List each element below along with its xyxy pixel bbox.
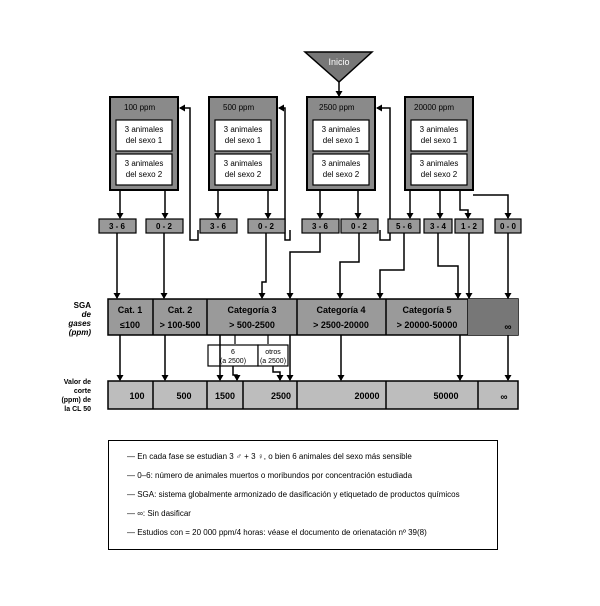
category-range: ∞ bbox=[504, 322, 511, 333]
legend-item: — ∞: Sin dasificar bbox=[127, 509, 191, 518]
sex1-line1: 3 animales bbox=[125, 125, 164, 134]
svg-text:gases: gases bbox=[67, 319, 91, 328]
feedback-arrows bbox=[179, 104, 391, 241]
cutoff-bar: 100 500 1500 2500 20000 50000 ∞ bbox=[107, 380, 519, 410]
outcome-label: 3 - 6 bbox=[210, 222, 227, 231]
category-range: > 100-500 bbox=[160, 320, 201, 330]
phase-box-4: 20000 ppm 3 animales del sexo 1 3 animal… bbox=[404, 96, 474, 191]
phase-box-3: 2500 ppm 3 animales del sexo 1 3 animale… bbox=[306, 96, 376, 191]
sex2-line2: del sexo 2 bbox=[126, 170, 163, 179]
svg-text:corte: corte bbox=[74, 388, 91, 395]
sex1-line1: 3 animales bbox=[322, 125, 361, 134]
cutoff-value: 1500 bbox=[215, 391, 235, 401]
svg-text:la CL 50: la CL 50 bbox=[64, 406, 91, 413]
outcome-label: 3 - 6 bbox=[109, 222, 126, 231]
legend-item: — 0–6: número de animales muertos o mori… bbox=[127, 471, 413, 480]
category-name: Categoría 5 bbox=[402, 305, 451, 315]
outcome-label: 3 - 6 bbox=[312, 222, 329, 231]
svg-text:(a 2500): (a 2500) bbox=[260, 358, 286, 365]
svg-text:otros: otros bbox=[265, 349, 281, 356]
cutoff-value: 20000 bbox=[354, 391, 379, 401]
outcome-label: 1 - 2 bbox=[461, 222, 478, 231]
sex1-line2: del sexo 1 bbox=[323, 136, 360, 145]
category-to-cutoff-lines bbox=[116, 335, 512, 381]
phase-dose: 500 ppm bbox=[223, 103, 254, 112]
sex2-line2: del sexo 2 bbox=[421, 170, 458, 179]
outcome-to-category-lines bbox=[113, 233, 512, 299]
sex2-line1: 3 animales bbox=[322, 159, 361, 168]
sex2-line1: 3 animales bbox=[420, 159, 459, 168]
outcome-boxes: 3 - 6 0 - 2 3 - 6 0 - 2 3 - 6 0 - 2 5 - … bbox=[98, 218, 522, 234]
sex2-line2: del sexo 2 bbox=[323, 170, 360, 179]
phase-dose: 2500 ppm bbox=[319, 103, 355, 112]
phase-to-outcome-lines bbox=[116, 190, 512, 219]
category-name: Cat. 2 bbox=[168, 305, 193, 315]
category-bar: Cat. 1 ≤100 Cat. 2 > 100-500 Categoría 3… bbox=[107, 298, 519, 336]
outcome-label: 0 - 2 bbox=[258, 222, 275, 231]
svg-text:de: de bbox=[82, 310, 92, 319]
start-label: Inicio bbox=[328, 57, 349, 67]
outcome-label: 3 - 4 bbox=[430, 222, 447, 231]
svg-text:6: 6 bbox=[231, 349, 235, 356]
svg-text:SGA: SGA bbox=[74, 301, 92, 310]
outcome-label: 0 - 2 bbox=[351, 222, 368, 231]
legend-item: — Estudios con = 20 000 ppm/4 horas: véa… bbox=[127, 528, 427, 537]
legend-item: — En cada fase se estudian 3 ♂ + 3 ♀, o … bbox=[127, 452, 412, 461]
category-range: ≤100 bbox=[120, 320, 140, 330]
cutoff-value: 50000 bbox=[433, 391, 458, 401]
phase-dose: 100 ppm bbox=[124, 103, 155, 112]
legend-box: — En cada fase se estudian 3 ♂ + 3 ♀, o … bbox=[108, 440, 498, 550]
cutoff-value: 2500 bbox=[271, 391, 291, 401]
category-name: Categoría 3 bbox=[227, 305, 276, 315]
cutoff-value: 100 bbox=[129, 391, 144, 401]
category-range: > 500-2500 bbox=[229, 320, 275, 330]
start-node: Inicio bbox=[303, 51, 374, 84]
phase-box-2: 500 ppm 3 animales del sexo 1 3 animales… bbox=[208, 96, 278, 191]
svg-text:Valor de: Valor de bbox=[64, 379, 91, 386]
sex2-line1: 3 animales bbox=[125, 159, 164, 168]
sga-label: SGA de gases (ppm) bbox=[67, 301, 91, 337]
sex1-line2: del sexo 1 bbox=[225, 136, 262, 145]
outcome-label: 0 - 0 bbox=[500, 222, 517, 231]
svg-text:(ppm) de: (ppm) de bbox=[61, 397, 91, 404]
sex1-line2: del sexo 1 bbox=[126, 136, 163, 145]
category-range: > 2500-20000 bbox=[313, 320, 369, 330]
category-name: Categoría 4 bbox=[316, 305, 365, 315]
svg-text:(a 2500): (a 2500) bbox=[220, 358, 246, 365]
sex1-line1: 3 animales bbox=[224, 125, 263, 134]
cutoff-value: ∞ bbox=[500, 392, 507, 403]
cutoff-value: 500 bbox=[176, 391, 191, 401]
sex2-line1: 3 animales bbox=[224, 159, 263, 168]
sex2-line2: del sexo 2 bbox=[225, 170, 262, 179]
sex1-line2: del sexo 1 bbox=[421, 136, 458, 145]
category-range: > 20000-50000 bbox=[397, 320, 458, 330]
phase-dose: 20000 ppm bbox=[414, 103, 454, 112]
sex1-line1: 3 animales bbox=[420, 125, 459, 134]
legend-item: — SGA: sistema globalmente armonizado de… bbox=[127, 490, 460, 499]
svg-text:(ppm): (ppm) bbox=[69, 328, 92, 337]
phase-box-1: 100 ppm 3 animales del sexo 1 3 animales… bbox=[109, 96, 179, 191]
category-name: Cat. 1 bbox=[118, 305, 143, 315]
cutoff-label: Valor de corte (ppm) de la CL 50 bbox=[61, 379, 91, 413]
outcome-label: 0 - 2 bbox=[156, 222, 173, 231]
outcome-label: 5 - 6 bbox=[396, 222, 413, 231]
